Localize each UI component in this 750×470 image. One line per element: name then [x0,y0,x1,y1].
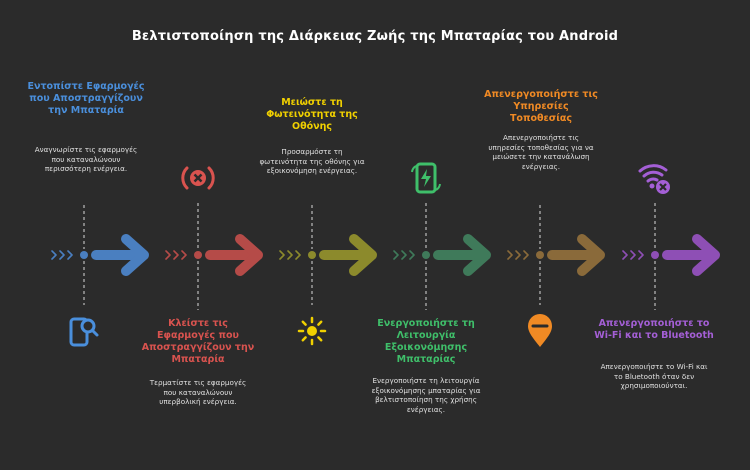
step-4-title: Ενεργοποιήστε τη Λειτουργία Εξοικονόμηση… [377,318,475,365]
flow-arrow-head [349,234,377,276]
flow-chevron [401,250,407,260]
flow-node [308,251,316,259]
flow-chevron [51,250,57,260]
step-3-description: Προσαρμόστε τη φωτεινότητα της οθόνης γι… [259,147,365,176]
flow-chevron [279,250,285,260]
step-3-title: Μειώστε τη Φωτεινότητα της Οθόνης [266,97,358,132]
flow-chevron [295,250,301,260]
flow-arrow-head [235,234,263,276]
flow-node [80,251,88,259]
flow-chevron [409,250,415,260]
step-6-title: Απενεργοποιήστε το Wi-Fi και το Bluetoot… [594,318,714,341]
step-6-description: Απενεργοποιήστε το Wi-Fi και το Bluetoot… [600,362,708,391]
step-1-description: Αναγνωρίστε τις εφαρμογές που καταναλώνο… [34,145,138,174]
flow-chevron [173,250,179,260]
location-off-icon [528,314,552,347]
flow-chevron [622,250,628,260]
wifi-off-icon [638,164,670,194]
step-5-title: Απενεργοποιήστε τις Υπηρεσίες Τοποθεσίας [484,89,598,124]
flow-arrow-head [121,234,149,276]
diagram-title: Βελτιστοποίηση της Διάρκειας Ζωής της Μπ… [131,29,619,44]
flow-node [536,251,544,259]
flow-chevron [165,250,171,260]
flow-chevron [507,250,513,260]
flow-chevron [638,250,644,260]
flow-arrow-head [577,234,605,276]
step-2-description: Τερματίστε τις εφαρμογές που καταναλώνου… [149,378,247,407]
step-2-title: Κλείστε τις Εφαρμογές που Αποστραγγίζουν… [141,318,255,365]
flow-node [422,251,430,259]
flow-chevron [59,250,65,260]
flow-arrow-head [692,234,720,276]
brightness-icon [297,316,327,346]
search-phone-icon [69,317,99,347]
flow-chevron [523,250,529,260]
close-app-icon [181,166,215,190]
flow-chevron [181,250,187,260]
battery-saver-icon [411,162,441,194]
flow-arrow-head [463,234,491,276]
step-4-description: Ενεργοποιήστε τη λειτουργία εξοικονόμηση… [371,376,481,414]
flow-chevron [287,250,293,260]
step-1-title: Εντοπίστε Εφαρμογές που Αποστραγγίζουν τ… [27,81,145,116]
flow-chevron [393,250,399,260]
flow-node [194,251,202,259]
step-5-description: Απενεργοποιήστε τις υπηρεσίες τοποθεσίας… [488,133,594,171]
flow-chevron [515,250,521,260]
flow-chevron [630,250,636,260]
flow-chevron [67,250,73,260]
flow-node [651,251,659,259]
